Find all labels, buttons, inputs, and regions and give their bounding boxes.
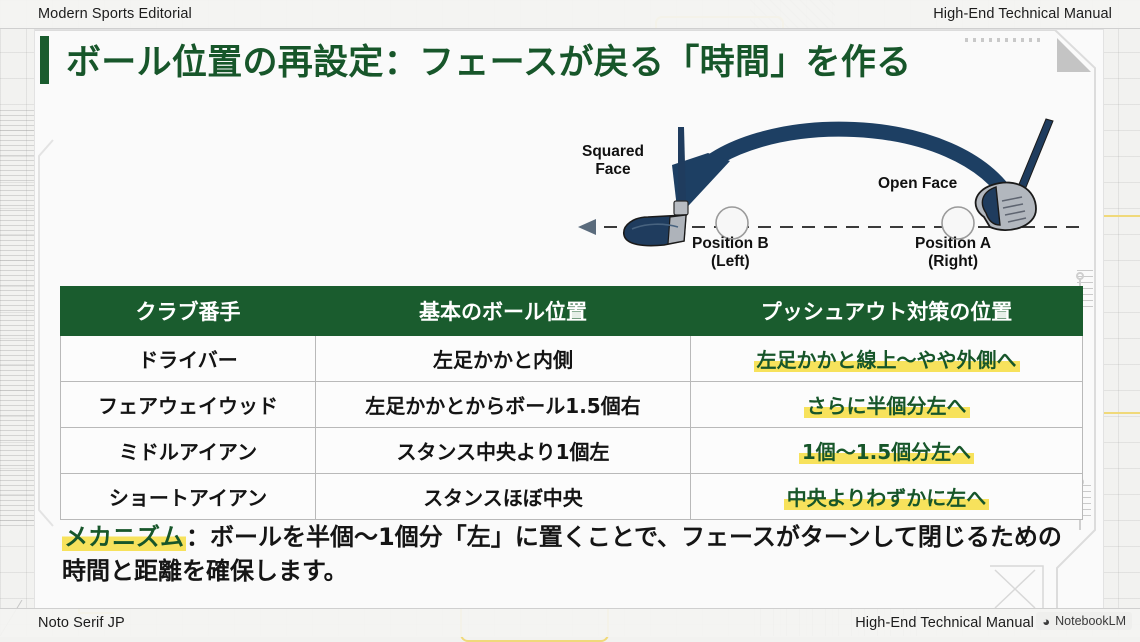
table-header-basic: 基本のボール位置 [315,286,691,336]
highlighted-text: 左足かかと線上〜やや外側へ [753,348,1020,372]
cell-fix-position: 1個〜1.5個分左へ [690,427,1083,474]
ball-position-table: クラブ番手 基本のボール位置 プッシュアウト対策の位置 ドライバー左足かかと内側… [60,286,1083,520]
cell-club: ミドルアイアン [60,427,316,474]
notebooklm-watermark: ◕ NotebookLM [1036,612,1132,630]
table-row: ショートアイアンスタンスほぼ中央 中央よりわずかに左へ [60,473,1083,520]
header-bar: Modern Sports Editorial High-End Technic… [0,0,1140,29]
swing-path-arrow-icon [684,121,1020,211]
cell-basic-position: 左足かかと内側 [315,335,691,382]
cell-fix-position: 中央よりわずかに左へ [690,473,1083,520]
cell-club: ショートアイアン [60,473,316,520]
footer-bar: Noto Serif JP High-End Technical Manual [0,608,1140,637]
cell-club: フェアウェイウッド [60,381,316,428]
page-title: ボール位置の再設定：フェースが戻る「時間」を作る [66,43,912,83]
mechanism-body: ：ボールを半個〜1個分「左」に置くことで、フェースがターンして閉じるための時間と… [62,523,1062,586]
diagram-svg [578,118,1082,247]
cell-basic-position: スタンス中央より1個左 [315,427,691,474]
mechanism-note: メカニズム：ボールを半個〜1個分「左」に置くことで、フェースがターンして閉じるた… [62,520,1062,588]
label-open-face: Open Face [878,175,958,192]
highlighted-text: さらに半個分左へ [803,394,970,418]
decor-corner-dots [965,38,1045,42]
page-title-row: ボール位置の再設定：フェースが戻る「時間」を作る [40,34,911,85]
table-row: ミドルアイアンスタンス中央より1個左 1個〜1.5個分左へ [60,427,1083,474]
cell-fix-position: さらに半個分左へ [690,381,1083,428]
label-position-a: Position A (Right) [915,235,992,270]
direction-arrow-icon [578,219,596,235]
label-position-b: Position B (Left) [692,235,769,270]
table-row: ドライバー左足かかと内側 左足かかと線上〜やや外側へ [60,335,1083,382]
highlighted-text: 1個〜1.5個分左へ [798,440,975,464]
header-left-label: Modern Sports Editorial [38,6,192,22]
watermark-label: NotebookLM [1055,614,1126,628]
footer-left-label: Noto Serif JP [38,615,125,631]
table-header-fix: プッシュアウト対策の位置 [690,286,1083,336]
cell-basic-position: 左足かかとからボール1.5個右 [315,381,691,428]
cell-club: ドライバー [60,335,316,382]
header-right-label: High-End Technical Manual [933,6,1112,22]
label-squared-face: Squared Face [582,143,645,178]
table-header-club: クラブ番手 [60,286,316,336]
golf-ball-position-diagram: Squared Face Open Face Position B (Left)… [560,105,1090,280]
footer-right-label: High-End Technical Manual [855,615,1034,631]
highlighted-text: 中央よりわずかに左へ [783,486,990,510]
mechanism-tag: メカニズム [62,523,186,551]
cell-basic-position: スタンスほぼ中央 [315,473,691,520]
title-accent-bar [40,35,49,84]
notebooklm-logo-icon: ◕ [1042,613,1051,629]
table-header-row: クラブ番手 基本のボール位置 プッシュアウト対策の位置 [60,286,1083,336]
cell-fix-position: 左足かかと線上〜やや外側へ [690,335,1083,382]
table-row: フェアウェイウッド左足かかとからボール1.5個右 さらに半個分左へ [60,381,1083,428]
